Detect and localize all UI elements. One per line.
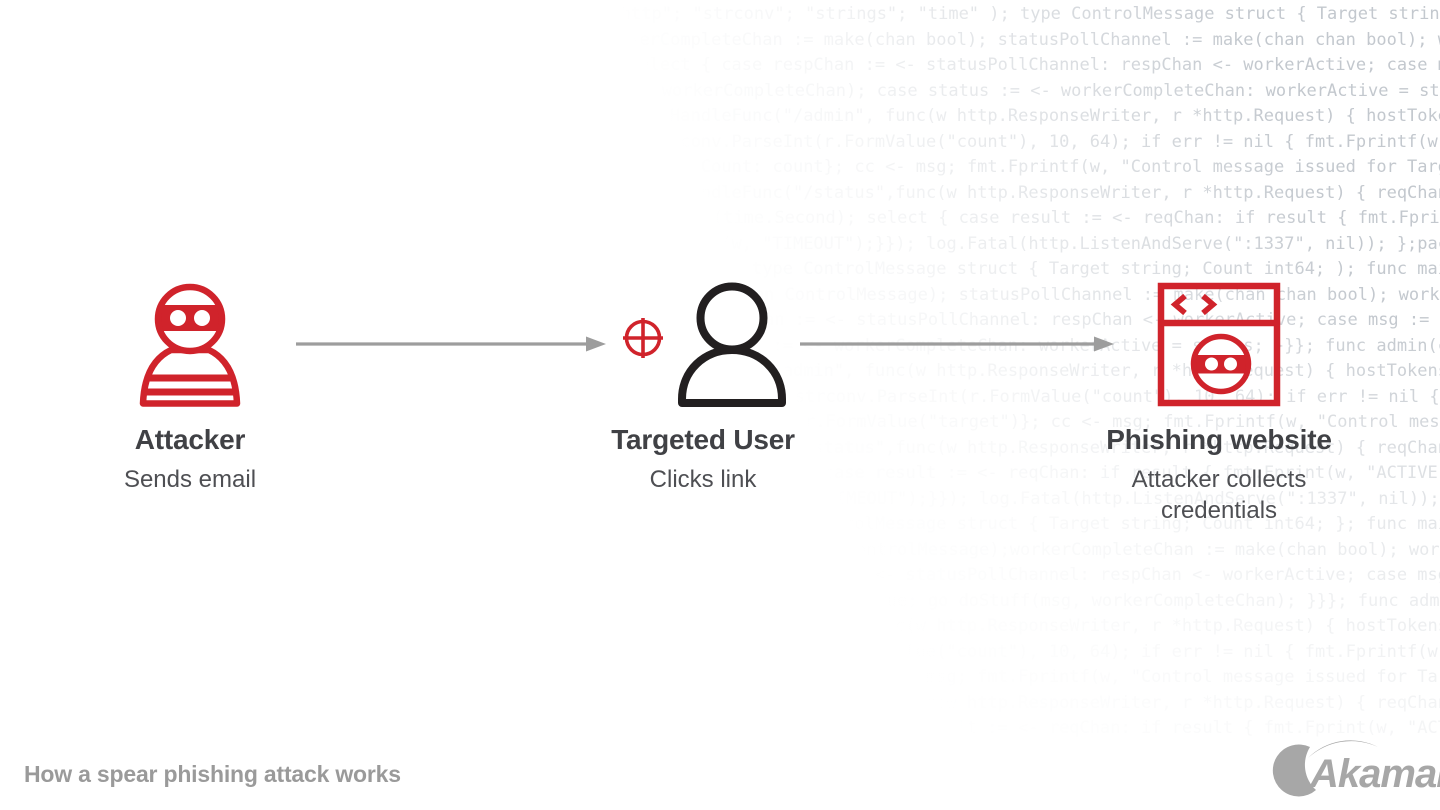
phishing-website-icon xyxy=(1157,282,1281,407)
targeted-user-icon-area xyxy=(620,282,786,407)
attacker-icon-area xyxy=(138,283,242,407)
caption: How a spear phishing attack works xyxy=(24,761,401,787)
step-subtitle-attacker: Sends email xyxy=(123,466,257,493)
phishing-website-icon-area xyxy=(1157,282,1281,407)
code-bracket-left-icon xyxy=(1170,293,1187,316)
step-targeted-user: Targeted User Clicks link xyxy=(553,282,853,495)
attacker-icon xyxy=(139,283,241,407)
step-title-phishing-website: Phishing website xyxy=(1106,424,1332,455)
akamai-logo: Akamai xyxy=(1272,740,1440,797)
arrow-attacker-to-user xyxy=(296,336,606,352)
step-subtitle-targeted-user: Clicks link xyxy=(649,466,757,493)
code-bracket-right-icon xyxy=(1201,293,1218,316)
arrow-user-to-website xyxy=(800,336,1114,352)
crosshair-icon xyxy=(620,315,666,366)
user-icon xyxy=(678,282,786,407)
logo-swoosh-crescent xyxy=(1272,744,1316,797)
step-title-targeted-user: Targeted User xyxy=(611,424,795,455)
step-subtitle-phishing-website: Attacker collects credentials xyxy=(1131,466,1307,524)
logo-wordmark: Akamai xyxy=(1309,752,1440,796)
step-phishing-website: Phishing website Attacker collects crede… xyxy=(1069,282,1369,526)
step-attacker: Attacker Sends email xyxy=(40,283,340,495)
step-title-attacker: Attacker xyxy=(134,424,246,455)
